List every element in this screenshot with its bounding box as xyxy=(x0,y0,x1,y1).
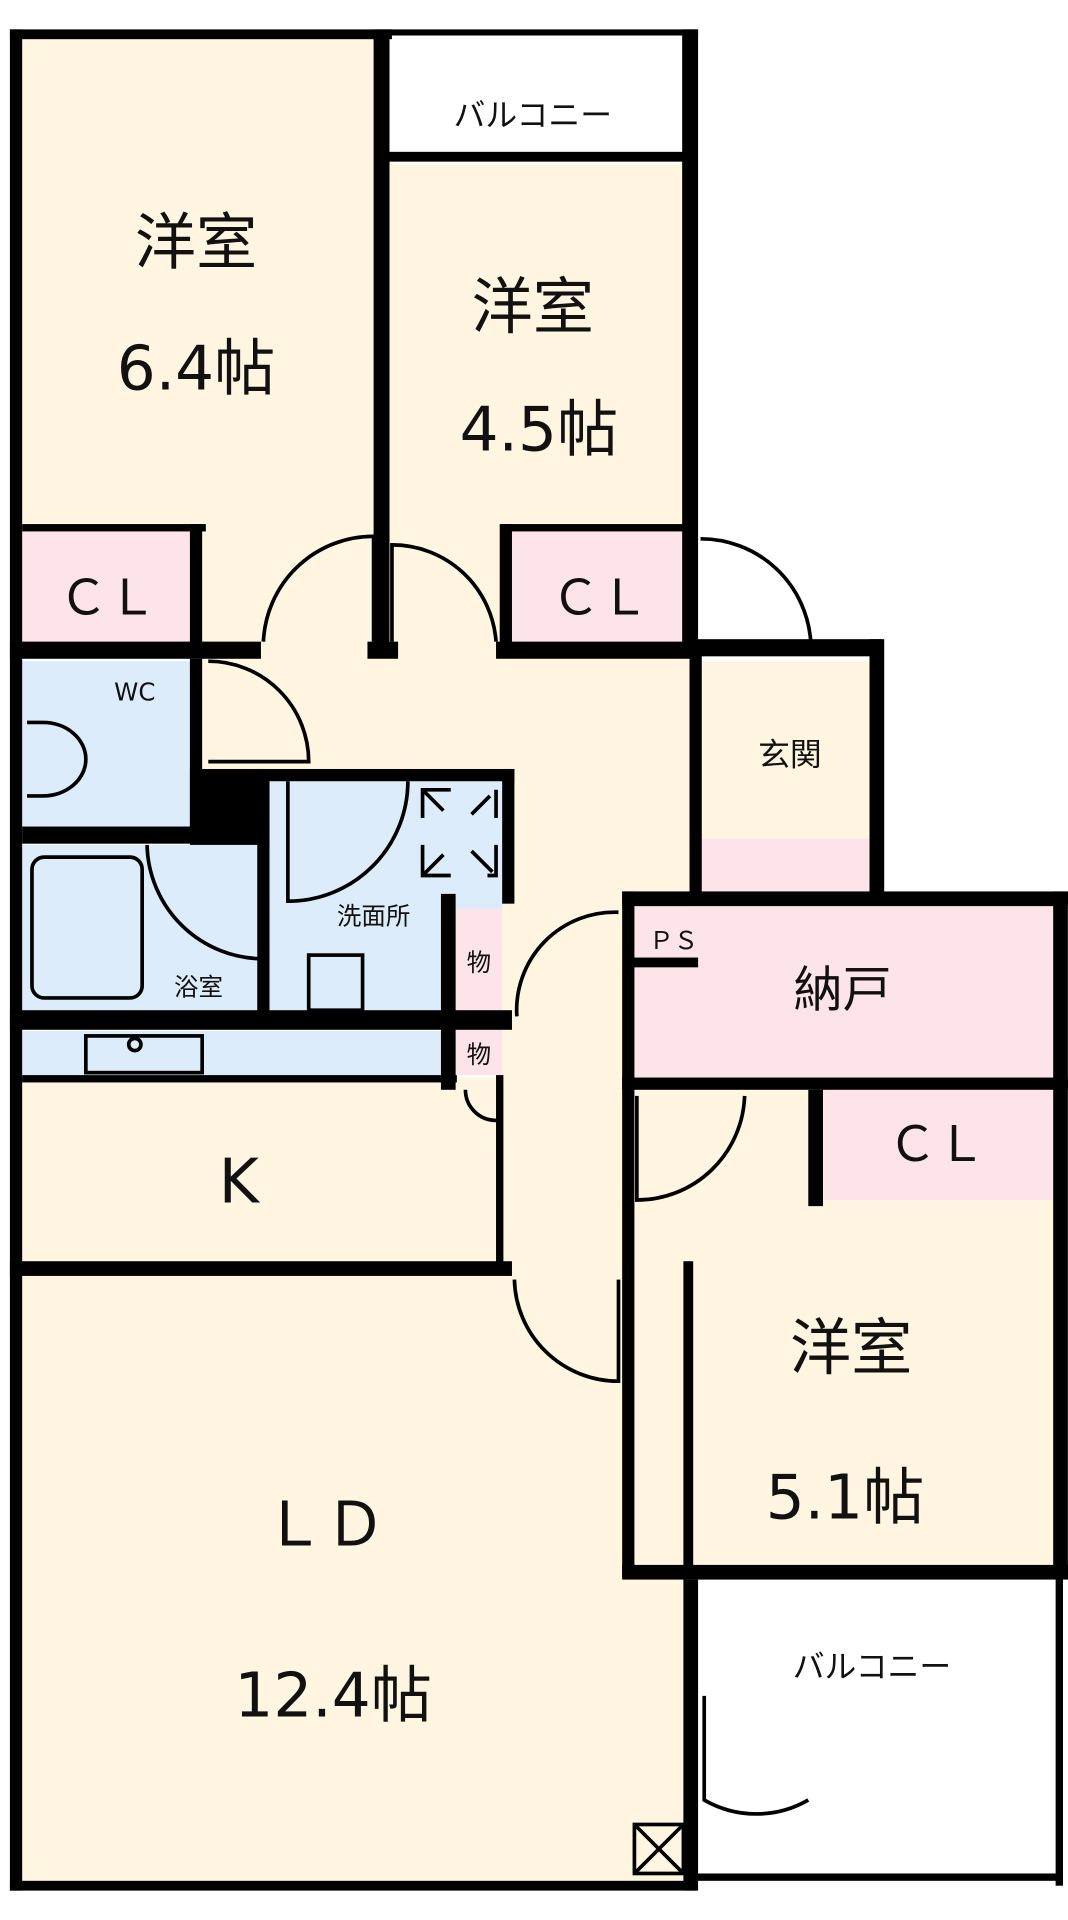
ld-label: ＬＤ xyxy=(263,1489,385,1560)
walls xyxy=(9,29,1068,1891)
storage-label-1: 物 xyxy=(467,948,491,977)
washbasin-icon xyxy=(306,953,365,1013)
balcony-bottom xyxy=(695,1582,1059,1881)
toilet-icon xyxy=(27,720,88,798)
room-size-western-2: 4.5帖 xyxy=(460,395,619,466)
wc-label: WC xyxy=(114,677,155,706)
storage-label-2: 物 xyxy=(467,1040,491,1069)
kitchen xyxy=(22,1077,503,1262)
balcony-top xyxy=(389,36,686,155)
wc xyxy=(22,661,197,827)
closet-label-2: ＣＬ xyxy=(551,570,649,627)
bath-label: 浴室 xyxy=(174,973,223,1002)
sink-icon xyxy=(84,1034,205,1075)
door-swings xyxy=(145,534,813,1816)
storeroom-label: 納戸 xyxy=(794,962,892,1019)
drain-icon xyxy=(126,1036,143,1053)
room-label-western-2: 洋室 xyxy=(472,272,594,343)
ld-size: 12.4帖 xyxy=(234,1661,432,1732)
living-dining xyxy=(22,1273,689,1886)
kitchen-label: K xyxy=(219,1146,261,1217)
closet-label-3: ＣＬ xyxy=(888,1116,986,1173)
hatch-box-icon xyxy=(632,1822,686,1876)
pipe-space-label: ＰＳ xyxy=(649,926,698,955)
room-size-western-1: 6.4帖 xyxy=(117,333,276,404)
closet-label-1: ＣＬ xyxy=(59,570,157,627)
closet-2 xyxy=(511,528,686,643)
bathtub-icon xyxy=(30,855,145,1000)
balcony-top-label: バルコニー xyxy=(454,96,613,134)
storage-1-area xyxy=(455,908,503,1011)
room-size-western-3: 5.1帖 xyxy=(766,1462,925,1533)
closet-3 xyxy=(822,1089,1054,1200)
kitchen-counter xyxy=(22,1031,441,1078)
closet-1 xyxy=(22,528,197,643)
storeroom xyxy=(630,906,1054,1078)
entrance-strip xyxy=(698,838,876,894)
hallway xyxy=(196,528,512,652)
room-label-western-3: 洋室 xyxy=(790,1313,912,1384)
room-label-western-1: 洋室 xyxy=(135,207,257,278)
washer-space-icon xyxy=(420,787,498,878)
entrance xyxy=(698,661,876,839)
balcony-bottom-label: バルコニー xyxy=(793,1648,952,1686)
washroom-label: 洗面所 xyxy=(337,901,410,930)
hallway-main xyxy=(196,651,692,772)
room-western-6-4 xyxy=(22,36,378,529)
storage-2-area xyxy=(455,1026,503,1076)
entrance-label: 玄関 xyxy=(758,735,822,773)
room-western-4-5 xyxy=(389,164,686,529)
